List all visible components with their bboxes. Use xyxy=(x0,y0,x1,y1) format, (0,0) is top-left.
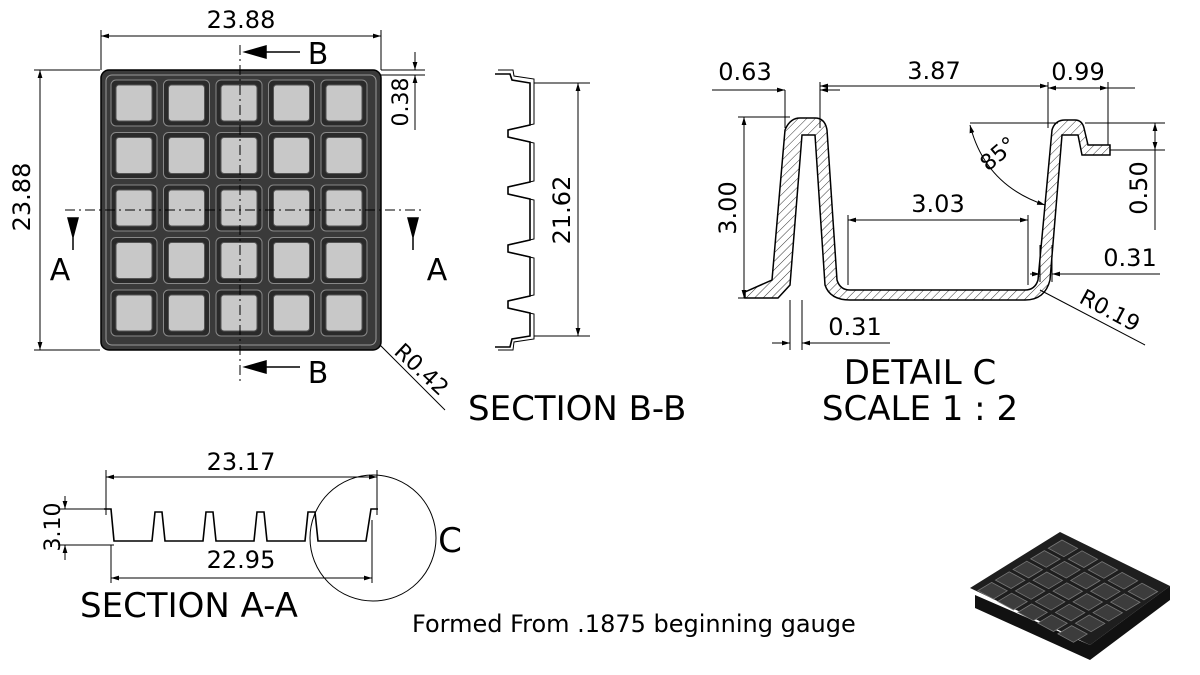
tray-cell-floor-5 xyxy=(325,84,363,122)
tray-cell-floor-21 xyxy=(115,294,153,332)
tray-cell-floor-22 xyxy=(168,294,205,332)
detail-c-dim-wall-right: 0.31 xyxy=(1103,244,1156,272)
detail-c-title: DETAIL C xyxy=(844,353,997,393)
detail-c-dim-height: 3.00 xyxy=(714,181,742,234)
iso-cell-13 xyxy=(1052,582,1084,600)
detail-c-angle-arc xyxy=(969,124,1046,206)
iso-cell-19 xyxy=(1054,603,1086,622)
iso-cell-20 xyxy=(1074,614,1106,633)
iso-cell-5 xyxy=(1127,582,1159,601)
iso-cell-7 xyxy=(1049,560,1081,579)
plan-corner-radius: R0.42 xyxy=(389,339,453,401)
section-a-label-right: A xyxy=(427,253,448,288)
section-a-arrow-left xyxy=(67,217,79,250)
iso-cell-12 xyxy=(1032,571,1064,590)
iso-cell-16 xyxy=(994,571,1026,589)
section-bb-title: SECTION B-B xyxy=(468,389,686,429)
section-aa-profile xyxy=(104,508,378,542)
section-a-arrow-right xyxy=(407,217,419,250)
section-aa-dim-height: 3.10 xyxy=(41,503,66,552)
iso-cell-10 xyxy=(1109,593,1141,611)
tray-cell-floor-2 xyxy=(168,84,205,122)
tray-cell-floor-6 xyxy=(115,137,153,174)
iso-cell-3 xyxy=(1087,561,1119,579)
plan-view: 23.88 23.88 0.38 A A B B R0.42 xyxy=(8,6,453,411)
iso-cell-17 xyxy=(1014,582,1046,600)
tray-cell-floor-13 xyxy=(220,189,258,227)
detail-c-dim-top-left: 0.63 xyxy=(718,58,771,86)
section-b-arrow-bottom xyxy=(242,360,300,374)
detail-c-profile xyxy=(744,117,1111,301)
plan-width-dim: 23.88 xyxy=(207,6,276,34)
section-b-label-top: B xyxy=(308,37,329,72)
detail-c-dim-wall-bottom: 0.31 xyxy=(828,313,881,341)
iso-cell-24 xyxy=(1037,614,1069,632)
iso-cell-1 xyxy=(1047,539,1079,558)
tray-cell-floor-17 xyxy=(168,242,205,279)
section-aa-dim-top: 23.17 xyxy=(207,448,276,476)
tray-cell-floor-9 xyxy=(273,137,310,174)
section-b-arrow-top xyxy=(242,45,300,59)
detail-c-dim-bottom-width: 3.03 xyxy=(911,190,964,218)
iso-cell-2 xyxy=(1067,550,1099,568)
tray-cell-floor-16 xyxy=(115,242,153,279)
tray-cell-grid xyxy=(110,79,368,337)
isometric-view xyxy=(970,532,1170,660)
iso-cell-23 xyxy=(1017,603,1049,622)
section-aa-view: 23.17 3.10 22.95 C SECTION A-A xyxy=(41,448,462,626)
section-aa-dim-bottom: 22.95 xyxy=(207,546,276,574)
tray-cell-floor-24 xyxy=(273,294,310,332)
iso-cell-22 xyxy=(997,592,1029,611)
tray-cell-floor-20 xyxy=(325,242,363,279)
iso-cell-21 xyxy=(977,581,1009,600)
iso-cell-11 xyxy=(1012,560,1044,579)
tray-cell-floor-8 xyxy=(220,137,258,174)
detail-c-dim-top-mid: 3.87 xyxy=(907,57,960,85)
tray-cell-floor-18 xyxy=(220,242,258,279)
section-aa-title: SECTION A-A xyxy=(80,586,298,626)
tray-cell-floor-23 xyxy=(220,294,258,332)
tray-cell-floor-11 xyxy=(115,189,153,227)
tray-cell-floor-12 xyxy=(168,189,205,227)
tray-cell-floor-3 xyxy=(220,84,258,122)
detail-c-view: 0.63 3.87 0.99 3.00 3.03 85° 0.50 0.31 xyxy=(712,57,1165,429)
detail-c-dim-angle: 85° xyxy=(976,132,1022,176)
tray-cell-floor-1 xyxy=(115,84,153,122)
detail-c-callout-label: C xyxy=(438,521,462,561)
iso-cell-18 xyxy=(1034,592,1066,611)
tray-cell-floor-15 xyxy=(325,189,363,227)
detail-c-dim-lip-height: 0.50 xyxy=(1125,161,1153,214)
tray-cell-floor-19 xyxy=(273,242,310,279)
iso-cell-4 xyxy=(1107,571,1139,590)
iso-cell-grid xyxy=(977,539,1159,643)
detail-c-callout-circle xyxy=(309,474,437,602)
tray-cell-floor-7 xyxy=(168,137,205,174)
iso-cell-14 xyxy=(1072,593,1104,611)
section-bb-view: 21.62 SECTION B-B xyxy=(468,69,686,429)
iso-cell-25 xyxy=(1057,625,1089,643)
plan-lip-dim: 0.38 xyxy=(389,78,414,127)
tray-cell-floor-14 xyxy=(273,189,310,227)
tray-cell-floor-10 xyxy=(325,137,363,174)
forming-note: Formed From .1875 beginning gauge xyxy=(412,610,856,638)
iso-cell-15 xyxy=(1092,603,1124,622)
section-b-label-bottom: B xyxy=(308,356,329,391)
iso-cell-6 xyxy=(1029,550,1061,568)
iso-cell-8 xyxy=(1069,571,1101,590)
detail-c-scale: SCALE 1 : 2 xyxy=(822,389,1018,429)
detail-c-dim-top-right: 0.99 xyxy=(1051,58,1104,86)
detail-c-dim-radius: R0.19 xyxy=(1075,285,1143,337)
section-bb-height-dim: 21.62 xyxy=(548,176,576,245)
section-a-label-left: A xyxy=(50,253,71,288)
plan-height-dim: 23.88 xyxy=(8,163,36,232)
section-bb-profile xyxy=(495,73,531,348)
tray-cell-floor-4 xyxy=(273,84,310,122)
iso-cell-9 xyxy=(1089,582,1121,601)
tray-cell-floor-25 xyxy=(325,294,363,332)
